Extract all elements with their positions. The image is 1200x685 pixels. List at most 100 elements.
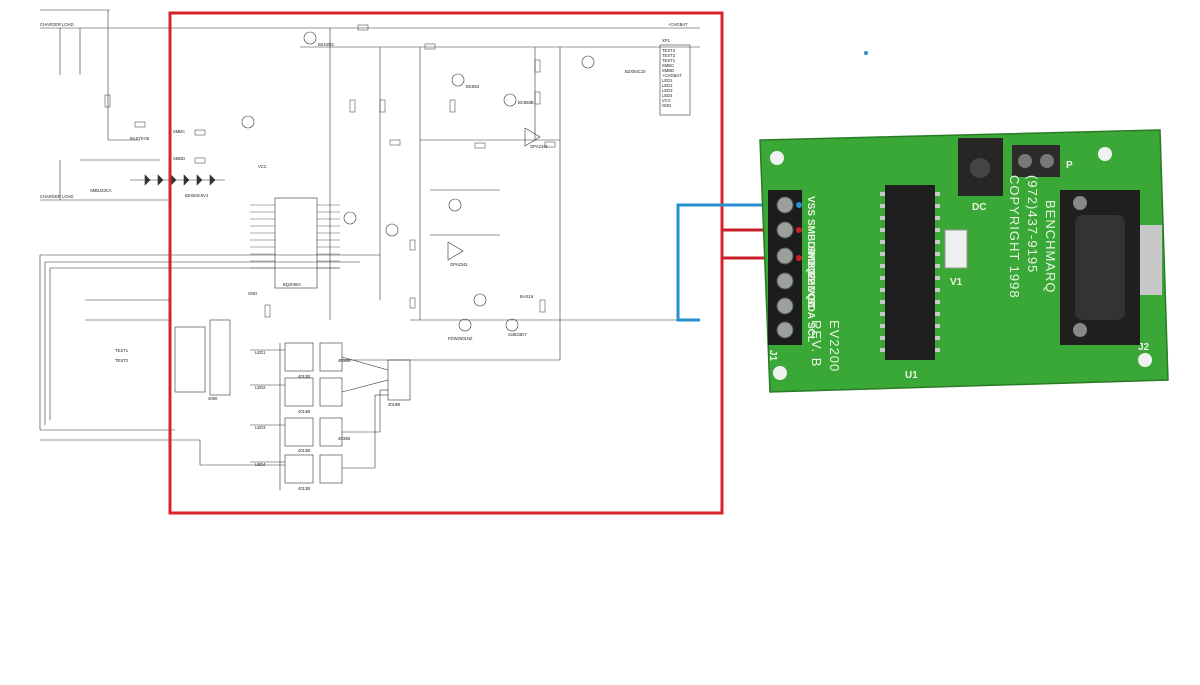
circuit-schematic xyxy=(39,9,700,490)
terminal-screw xyxy=(776,272,794,290)
gnd-label: GND xyxy=(248,291,257,296)
transistor-symbol xyxy=(241,115,255,129)
mount-hole xyxy=(1138,353,1152,367)
terminal-label-vss: VSS xyxy=(805,196,816,216)
test2-label: TEST2 xyxy=(115,358,129,363)
xp1-pin: LED1 xyxy=(662,78,673,83)
4013b-label: 4013B xyxy=(298,374,310,379)
4013b-label: 4013B xyxy=(298,409,310,414)
highlight-box xyxy=(168,11,724,515)
xp1-pin: LED4 xyxy=(662,93,673,98)
4013b-flipflop xyxy=(319,377,343,407)
smbc-label: SMBC xyxy=(173,129,185,134)
4030b-label: 4030B xyxy=(338,358,350,363)
transistor-symbol xyxy=(581,55,595,69)
revision-text: REV. B xyxy=(809,320,824,367)
dc-jack-socket xyxy=(970,158,990,178)
j1-terminal-block xyxy=(768,190,802,345)
terminal-screw xyxy=(776,196,794,214)
stray-dot xyxy=(864,51,868,55)
xp1-pin: SMBC xyxy=(662,63,674,68)
opa2341-label: OPA2341 xyxy=(450,262,469,267)
smbj33ca-label: SMBJ33CA xyxy=(90,188,112,193)
4013b-flipflop xyxy=(319,417,343,447)
fdw2501nz-label: FDW2501NZ xyxy=(448,336,473,341)
opamp-symbol xyxy=(447,241,464,261)
xp1-pin: +CHGBAT xyxy=(662,73,682,78)
j2-label: J2 xyxy=(1138,342,1150,353)
bq2060a-ic xyxy=(274,197,318,289)
bas16-label: BAS16 xyxy=(520,294,534,299)
terminal-screw xyxy=(776,297,794,315)
4013b-flipflop xyxy=(319,454,343,484)
bas70-label: BAS70-05 xyxy=(130,136,150,141)
xp1-pin: LED2 xyxy=(662,83,673,88)
terminal-screw xyxy=(776,247,794,265)
bzx84c10-label: BZX84C10 xyxy=(625,69,646,74)
charger-load-label: CHARGER LOAD xyxy=(40,194,74,199)
terminal-screw xyxy=(1040,154,1054,168)
vcc-label: VCC xyxy=(258,164,267,169)
db9-screw xyxy=(1073,323,1087,337)
si4833dy-label: Si4833DY xyxy=(508,332,527,337)
transistor-symbol xyxy=(343,211,357,225)
model-text: EV2200 xyxy=(827,320,842,372)
4060-ic xyxy=(174,326,206,393)
transistor-symbol xyxy=(503,93,517,107)
p-label: P xyxy=(1066,160,1073,171)
opa2341-label: OPA2341 xyxy=(530,144,549,149)
charger-load-label: CHARGER LOAD xyxy=(40,22,74,27)
xp1-label: XP1 xyxy=(662,38,671,43)
v1-component xyxy=(944,229,968,269)
u1-dip-chip xyxy=(885,185,935,360)
terminal-label-scl: SCL xyxy=(805,322,816,342)
terminal-label-e2vcc: E2 VCC xyxy=(805,272,816,308)
red-wire-end xyxy=(796,255,802,261)
xp1-pin: SMBD xyxy=(662,68,674,73)
brand-text: BENCHMARQ xyxy=(1043,200,1058,294)
dc-label: DC xyxy=(972,202,986,213)
xp1-pin: LED3 xyxy=(662,88,673,93)
db9-metal-tab xyxy=(1140,225,1162,295)
transistor-symbol xyxy=(451,73,465,87)
terminal-screw xyxy=(776,221,794,239)
transistor-symbol xyxy=(458,318,472,332)
xp1-pin: TEST2 xyxy=(662,53,676,58)
red-wire-end xyxy=(796,227,802,233)
copyright-text: COPYRIGHT 1998 xyxy=(1007,175,1022,299)
transistor-symbol xyxy=(303,31,317,45)
led4-label: LED4 xyxy=(255,462,266,467)
4060-label: 4060 xyxy=(208,396,218,401)
terminal-screw xyxy=(776,321,794,339)
4013b-flipflop xyxy=(284,417,314,447)
4013b-label: 4013B xyxy=(298,448,310,453)
led1-label: LED1 xyxy=(255,350,266,355)
4030b-label: 4030B xyxy=(338,436,350,441)
4013b-flipflop xyxy=(284,454,314,484)
v1-label: V1 xyxy=(950,277,963,288)
transistor-symbol xyxy=(473,293,487,307)
mount-hole xyxy=(1098,147,1112,161)
terminal-label-sda: SDA xyxy=(805,298,816,319)
led2-label: LED2 xyxy=(255,385,266,390)
ev2200-board: VSS SMBD/HDQ2 SMBC/HDQ7 E2 VCC SDA SCL J… xyxy=(759,129,1169,393)
4019b-ic xyxy=(387,359,411,401)
xp1-connector xyxy=(659,44,691,116)
xp1-pin: TEST3 xyxy=(662,48,676,53)
bsh203-label: BSH203 xyxy=(318,42,334,47)
blue-wire-end xyxy=(796,202,802,208)
mount-hole xyxy=(770,151,784,165)
transistor-symbol xyxy=(385,223,399,237)
bq2060a-label: BQ2060A xyxy=(283,282,301,287)
transistor-symbol xyxy=(448,198,462,212)
4013b-flipflop xyxy=(284,377,314,407)
bc858b-label: BC858B xyxy=(518,100,534,105)
j1-label: J1 xyxy=(767,350,778,362)
mount-hole xyxy=(773,366,787,380)
xp1-pin: VCC xyxy=(662,98,671,103)
terminal-label-smbd: SMBD/HDQ2 xyxy=(805,219,816,279)
transistor-symbol xyxy=(505,318,519,332)
xp1-pin: GND xyxy=(662,103,671,108)
db9-shell xyxy=(1075,215,1125,320)
